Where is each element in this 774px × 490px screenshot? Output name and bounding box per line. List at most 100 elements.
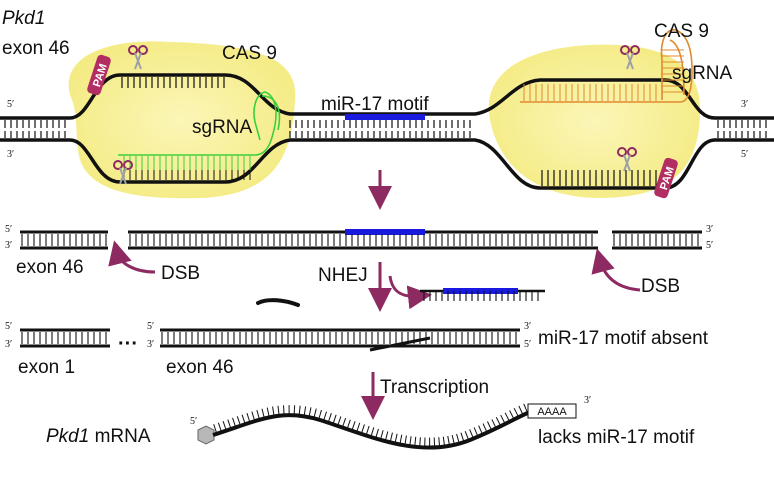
mrna-bases [213, 403, 529, 448]
mrna-base-tick [213, 424, 218, 434]
mrna-base-tick [442, 436, 446, 447]
cas9-right-label: CAS 9 [654, 21, 709, 42]
five-prime-tl: 5′ [7, 99, 15, 110]
mrna-base-tick [360, 424, 365, 435]
mrna-base-tick [356, 422, 361, 433]
scissors-icon [620, 45, 640, 70]
exon1-label: exon 1 [18, 357, 76, 378]
exon-label-top: exon 46 [2, 38, 70, 59]
mrna-base-tick [365, 425, 370, 436]
sgrna-right-label: sgRNA [672, 63, 733, 84]
five-prime-br: 5′ [741, 149, 749, 160]
mir17-motif-bar [345, 114, 425, 120]
polya-tail [527, 403, 577, 419]
cas9-left-blob [68, 41, 296, 199]
mrna-base-tick [266, 407, 270, 418]
excision-arrow [388, 275, 432, 310]
mrna-base-tick [298, 405, 301, 416]
five-prime-ex1: 5′ [5, 321, 13, 332]
excised-base-pairs [423, 291, 539, 301]
mrna-word: mRNA [89, 426, 151, 447]
gene-title: Pkd1 [2, 8, 46, 29]
mrna-base-tick [327, 413, 332, 423]
mrna-base-tick [518, 405, 524, 416]
dsb-left-arrow [108, 240, 156, 274]
mrna-base-tick [473, 427, 479, 437]
scribble-mark [256, 298, 300, 307]
mrna-base-tick [469, 429, 474, 439]
five-prime-ex46-r: 5′ [524, 339, 532, 350]
exon46-cut-label: exon 46 [16, 257, 84, 278]
mrna-base-tick [404, 435, 407, 446]
polya-label: AAAA [537, 406, 567, 418]
excised-fragment [420, 288, 545, 294]
mrna-base-tick [318, 409, 322, 420]
dsb-left-fragment [20, 230, 108, 250]
mrna-base-tick [504, 412, 511, 422]
mrna-base-tick [322, 411, 328, 422]
mrna-base-tick [389, 432, 393, 443]
mrna-base-tick [236, 416, 241, 426]
mrna-base-tick [308, 407, 312, 418]
three-prime-mrna: 3′ [584, 395, 592, 406]
mrna-base-tick [217, 422, 223, 433]
mrna-base-tick [370, 427, 375, 438]
mrna-base-tick [303, 406, 307, 417]
mrna-base-tick [241, 414, 246, 425]
three-prime-dsb-r: 3′ [706, 224, 714, 235]
mrna-base-tick [491, 419, 497, 429]
mrna-base-tick [272, 406, 275, 417]
edited-base-pairs [21, 332, 517, 344]
mrna-base-tick [460, 432, 465, 443]
ellipsis: ··· [118, 333, 138, 355]
exon46-edited-segment [160, 328, 520, 352]
dsb-right-label: DSB [641, 276, 681, 297]
three-prime-bl: 3′ [7, 149, 15, 160]
scissors-icon [128, 45, 148, 70]
mrna-base-tick [487, 421, 493, 431]
dna-bottom-strand [0, 138, 774, 190]
mrna-base-tick [293, 405, 296, 416]
dsb-base-pairs [21, 234, 699, 246]
mrna-base-tick [222, 420, 227, 431]
three-prime-ex46: 3′ [147, 339, 155, 350]
lacks-motif-label: lacks miR-17 motif [538, 427, 695, 448]
mrna-base-tick [375, 428, 379, 439]
mrna-base-tick [419, 437, 421, 448]
mrna-base-tick [495, 417, 502, 427]
five-prime-dsb-r: 5′ [706, 240, 714, 251]
dsb-right-fragment [612, 230, 702, 250]
mrna-base-tick [332, 414, 337, 425]
mrna-gene-name: Pkd1 [46, 426, 90, 447]
mrna-base-tick [399, 434, 403, 445]
exon1-segment [20, 328, 110, 348]
sgrna-right-strand [520, 29, 693, 103]
mir17-motif-label: miR-17 motif [321, 94, 429, 115]
three-prime-ex1: 3′ [5, 339, 13, 350]
mrna-base-tick [482, 423, 488, 433]
nhej-label: NHEJ [318, 265, 368, 286]
five-prime-mrna: 5′ [190, 416, 198, 427]
mrna-base-tick [414, 436, 417, 447]
mrna-base-tick [283, 405, 285, 416]
three-prime-ex46-r: 3′ [524, 321, 532, 332]
mrna-base-tick [438, 437, 441, 448]
mrna-base-tick [313, 408, 317, 419]
dsb-middle-fragment [128, 229, 598, 250]
cas9-left-label: CAS 9 [222, 43, 277, 64]
mrna-base-tick [351, 421, 356, 431]
cap-icon [197, 425, 215, 445]
mrna-base-tick [456, 433, 460, 444]
sgrna-right-ticks [523, 49, 684, 101]
sgrna-left-strand [118, 91, 281, 156]
transcription-label: Transcription [380, 377, 490, 398]
mrna-base-tick [384, 431, 389, 442]
mrna-base-tick [447, 435, 451, 446]
motif-absent-label: miR-17 motif absent [538, 328, 709, 349]
five-prime-ex46: 5′ [147, 321, 155, 332]
three-prime-tr: 3′ [741, 99, 749, 110]
mrna-base-tick [379, 430, 384, 440]
mrna-base-tick [523, 403, 529, 414]
dsb-left-label: DSB [161, 263, 201, 284]
mrna-base-tick [464, 430, 470, 441]
